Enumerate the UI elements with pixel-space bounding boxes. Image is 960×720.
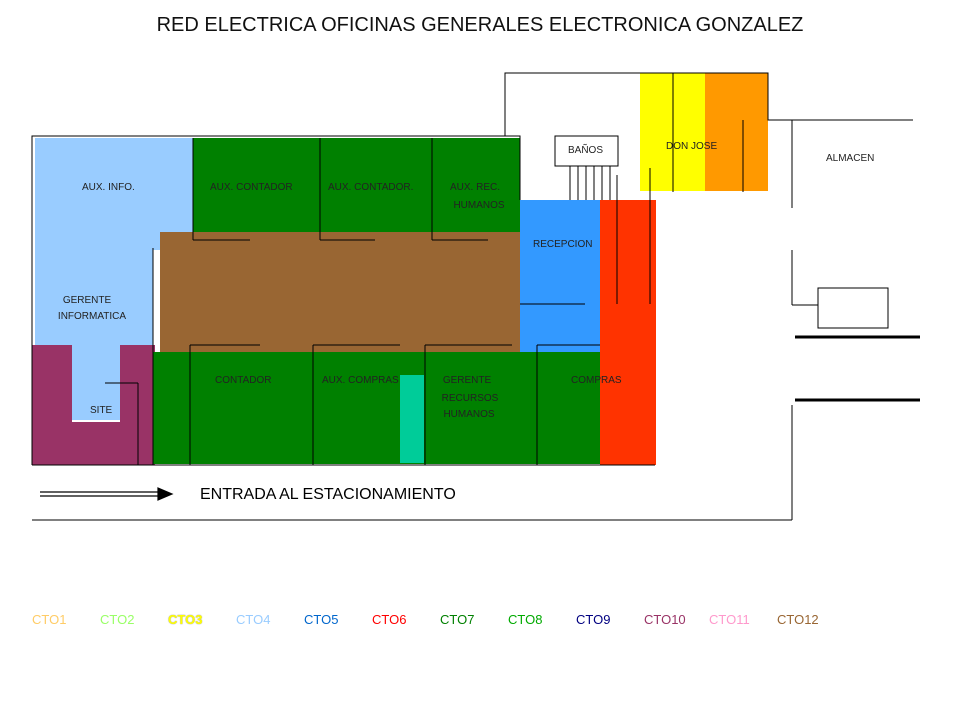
label-aux-compras: AUX. COMPRAS — [322, 375, 399, 386]
label-site: SITE — [90, 405, 113, 416]
teal-strip — [400, 375, 424, 463]
room-don-jose-orange — [705, 73, 768, 191]
legend-cto6: CTO6 — [372, 612, 407, 627]
entrada-label: ENTRADA AL ESTACIONAMIENTO — [200, 486, 456, 503]
label-banos: BAÑOS — [568, 145, 604, 156]
room-site — [32, 345, 155, 465]
room-aux-contador-1 — [193, 138, 320, 240]
label-gerente-rh-2: RECURSOS — [441, 393, 499, 404]
entrance-arrow-icon — [40, 487, 174, 501]
entrance-walls — [795, 335, 920, 402]
room-contador — [153, 352, 313, 464]
room-recepcion — [520, 200, 602, 352]
legend-cto7: CTO7 — [440, 612, 475, 627]
legend-cto8: CTO8 — [508, 612, 543, 627]
label-aux-contador-2: AUX. CONTADOR. — [328, 182, 414, 193]
label-almacen: ALMACEN — [826, 153, 875, 164]
room-gerente-rh — [425, 352, 537, 464]
label-compras: COMPRAS — [571, 375, 622, 386]
label-aux-rec-2: HUMANOS — [453, 200, 505, 211]
room-aux-contador-2 — [320, 138, 432, 240]
legend-cto12: CTO12 — [777, 612, 819, 627]
label-gerente-rh-3: HUMANOS — [443, 409, 495, 420]
legend-cto2: CTO2 — [100, 612, 135, 627]
label-gerente-info-1: GERENTE — [62, 295, 112, 306]
label-aux-rec-1: AUX. REC. — [449, 182, 500, 193]
label-aux-info: AUX. INFO. — [82, 182, 135, 193]
legend-cto4: CTO4 — [236, 612, 271, 627]
walls — [31, 72, 913, 521]
legend-cto5: CTO5 — [304, 612, 339, 627]
page-title: RED ELECTRICA OFICINAS GENERALES ELECTRO… — [156, 14, 804, 36]
legend-cto10: CTO10 — [644, 612, 686, 627]
legend-cto1: CTO1 — [32, 612, 67, 627]
red-column — [600, 200, 656, 465]
room-compras — [537, 352, 602, 464]
hall-area — [160, 232, 520, 352]
label-don-jose: DON JOSE — [666, 141, 718, 152]
label-contador: CONTADOR — [215, 375, 272, 386]
label-aux-contador-1: AUX. CONTADOR — [210, 182, 293, 193]
label-gerente-info-2: INFORMATICA — [57, 311, 127, 322]
label-gerente-rh-1: GERENTE — [442, 375, 492, 386]
room-aux-info — [35, 138, 193, 250]
legend-cto9: CTO9 — [576, 612, 611, 627]
legend-cto3: CTO3 — [168, 612, 203, 627]
label-recepcion: RECEPCION — [533, 239, 593, 250]
room-aux-rec-humanos — [432, 138, 520, 240]
legend-cto11: CTO11 — [709, 612, 750, 627]
